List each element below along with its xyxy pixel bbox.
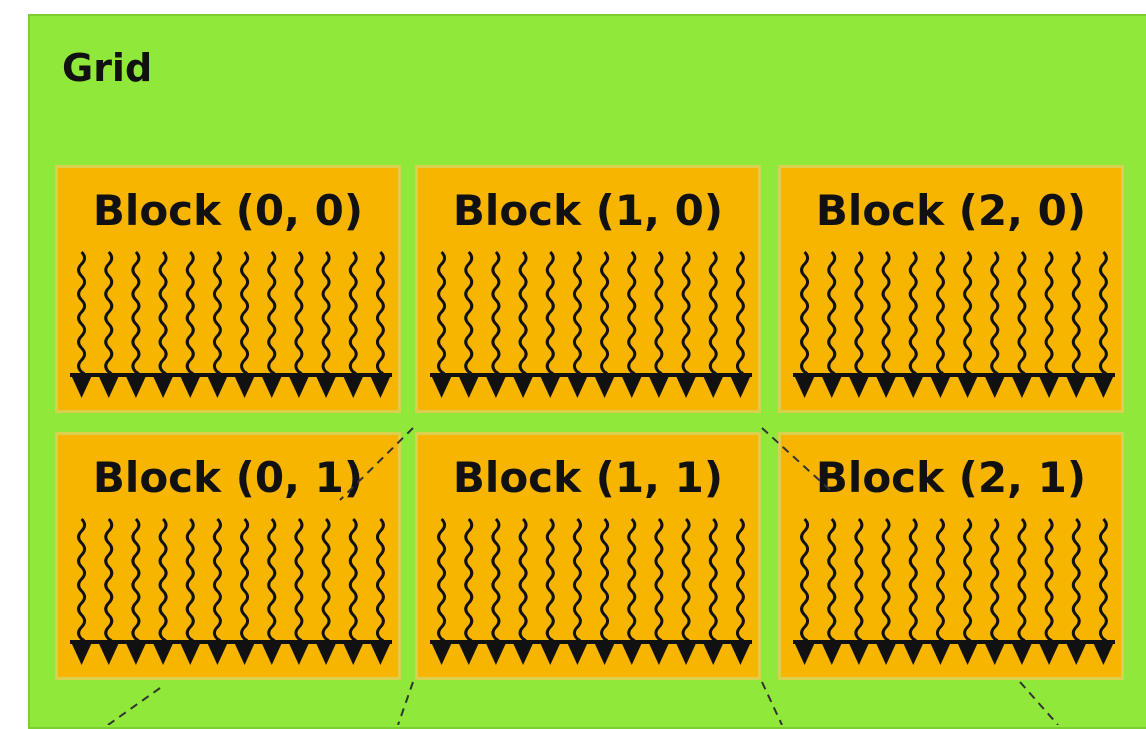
block-0-0: Block (0, 0) — [55, 165, 401, 413]
thread-group — [791, 513, 1117, 673]
block-2-0: Block (2, 0) — [778, 165, 1124, 413]
thread-baseline — [70, 640, 392, 644]
thread-baseline — [430, 373, 752, 377]
thread-baseline — [793, 640, 1115, 644]
block-2-1: Block (2, 1) — [778, 432, 1124, 680]
block-1-1: Block (1, 1) — [415, 432, 761, 680]
thread-baseline — [793, 373, 1115, 377]
thread-group — [68, 246, 394, 406]
block-label: Block (0, 1) — [58, 453, 398, 502]
grid-title: Grid — [62, 46, 152, 90]
thread-baseline — [70, 373, 392, 377]
block-label: Block (1, 1) — [418, 453, 758, 502]
block-label: Block (0, 0) — [58, 186, 398, 235]
block-label: Block (2, 1) — [781, 453, 1121, 502]
block-0-1: Block (0, 1) — [55, 432, 401, 680]
thread-group — [68, 513, 394, 673]
thread-group — [428, 246, 754, 406]
block-label: Block (1, 0) — [418, 186, 758, 235]
block-label: Block (2, 0) — [781, 186, 1121, 235]
thread-group — [791, 246, 1117, 406]
block-1-0: Block (1, 0) — [415, 165, 761, 413]
thread-baseline — [430, 640, 752, 644]
thread-group — [428, 513, 754, 673]
